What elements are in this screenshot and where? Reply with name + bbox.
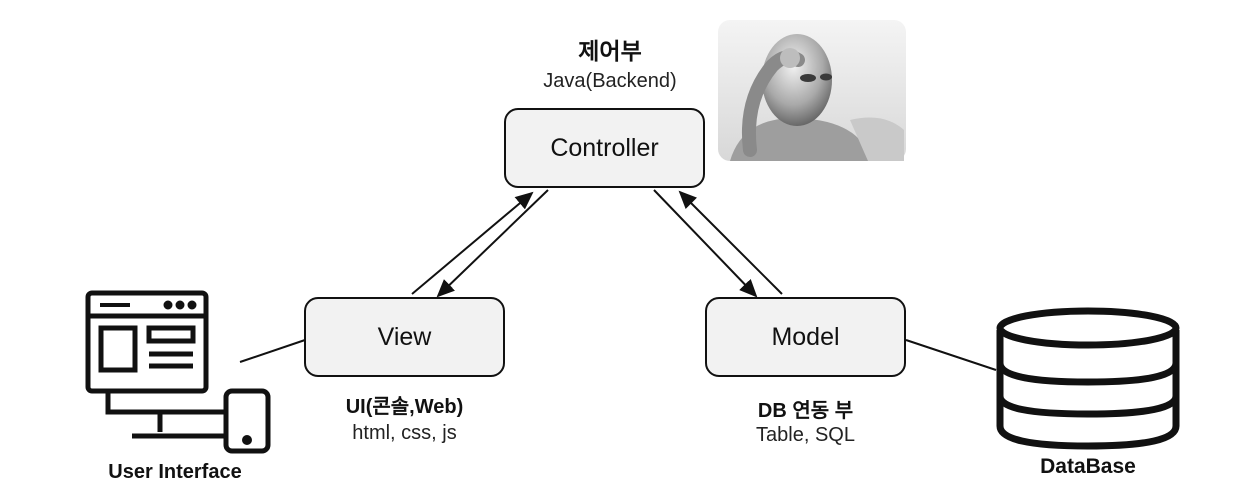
arrow-model-to-controller [678, 190, 783, 295]
desktop-and-phone-icon [85, 290, 271, 454]
view-box: View [304, 297, 505, 377]
view-subtitle: html, css, js [352, 422, 457, 444]
model-box-label: Model [771, 322, 840, 351]
line-ui-to-view [239, 339, 306, 363]
robot-thinking-image [718, 20, 906, 161]
model-title: DB 연동 부 [757, 400, 854, 422]
arrow-view-to-controller [411, 191, 534, 295]
database-label: DataBase [1040, 455, 1136, 478]
controller-box: Controller [504, 108, 705, 188]
controller-subtitle: Java(Backend) [543, 70, 677, 92]
model-box: Model [705, 297, 906, 377]
arrow-controller-to-model [653, 189, 758, 298]
view-box-label: View [377, 322, 432, 351]
model-subtitle: Table, SQL [756, 424, 855, 446]
line-model-to-db [905, 339, 997, 371]
controller-title: 제어부 [578, 38, 642, 64]
controller-box-label: Controller [550, 133, 659, 162]
user-interface-label: User Interface [108, 461, 242, 483]
arrow-controller-to-view [436, 189, 549, 298]
database-cylinder-icon [996, 307, 1180, 450]
view-title: UI(콘솔,Web) [345, 396, 464, 418]
